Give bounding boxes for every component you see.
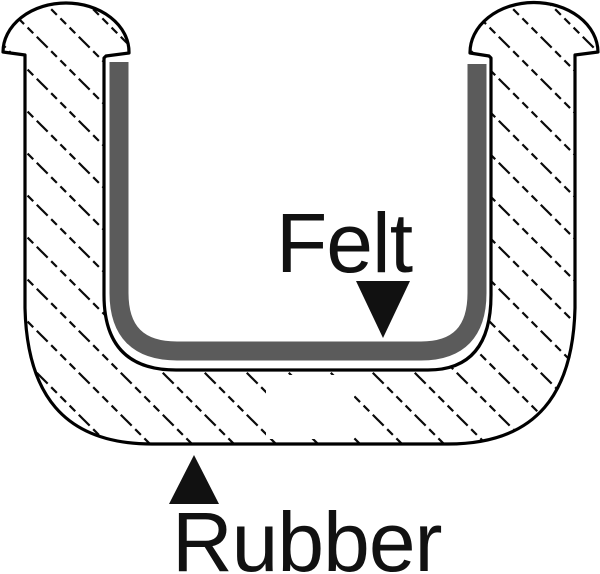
rubber-up-arrow-icon	[169, 455, 219, 504]
hatch-gap-patch	[266, 375, 354, 439]
felt-down-arrow-icon	[356, 281, 410, 338]
rubber-label: Rubber	[172, 495, 442, 574]
rubber-profile-outline	[1, 0, 600, 446]
rubber-profile-hatching	[3, 2, 598, 445]
felt-label: Felt	[276, 196, 413, 290]
felt-lining	[109, 62, 487, 361]
